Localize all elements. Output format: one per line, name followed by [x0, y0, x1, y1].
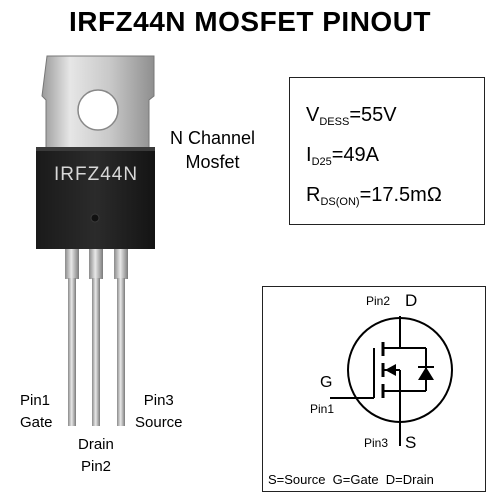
sch-pin3-label: Pin3 [364, 436, 389, 450]
pin1-number: Pin1 [20, 392, 51, 409]
body-dimple [90, 213, 100, 223]
pin-legend: S=Source G=Gate D=Drain [268, 472, 434, 487]
pin3-number: Pin3 [143, 392, 174, 409]
sch-pin1-label: Pin1 [310, 402, 335, 416]
sch-g-label: G [320, 374, 333, 391]
channel-line1: N Channel [170, 128, 256, 148]
spec-resistance: RDS(ON)=17.5mΩ [306, 184, 442, 208]
channel-arrow [385, 364, 396, 376]
lead-pin2 [92, 278, 100, 426]
channel-type: N Channel Mosfet [170, 126, 255, 174]
pin2-label: Drain Pin2 [78, 434, 114, 478]
spec-voltage: VDESS=55V [306, 104, 397, 128]
pin3-label: Pin3 Source [135, 390, 183, 434]
pin3-function: Source [135, 414, 183, 431]
black-body [36, 147, 155, 249]
pin2-function: Drain [78, 436, 114, 453]
lead-pin3 [117, 278, 125, 426]
mosfet-circle [347, 317, 453, 423]
mounting-hole [77, 89, 119, 131]
chip-marking: IRFZ44N [54, 164, 139, 185]
sch-pin2-label: Pin2 [366, 294, 391, 308]
lead-pin1 [68, 278, 76, 426]
pin1-function: Gate [20, 414, 53, 431]
sch-d-label: D [405, 291, 418, 310]
spec-current: ID25=49A [306, 144, 380, 168]
pin2-number: Pin2 [81, 458, 112, 475]
specs-box: VDESS=55V ID25=49A RDS(ON)=17.5mΩ [289, 77, 485, 225]
channel-line2: Mosfet [185, 152, 240, 172]
page-title: IRFZ44N MOSFET PINOUT [68, 6, 432, 37]
sch-s-label: S [405, 433, 417, 452]
pin1-label: Pin1 Gate [20, 390, 53, 434]
schematic-box [262, 286, 486, 492]
diode-triangle [418, 367, 434, 380]
